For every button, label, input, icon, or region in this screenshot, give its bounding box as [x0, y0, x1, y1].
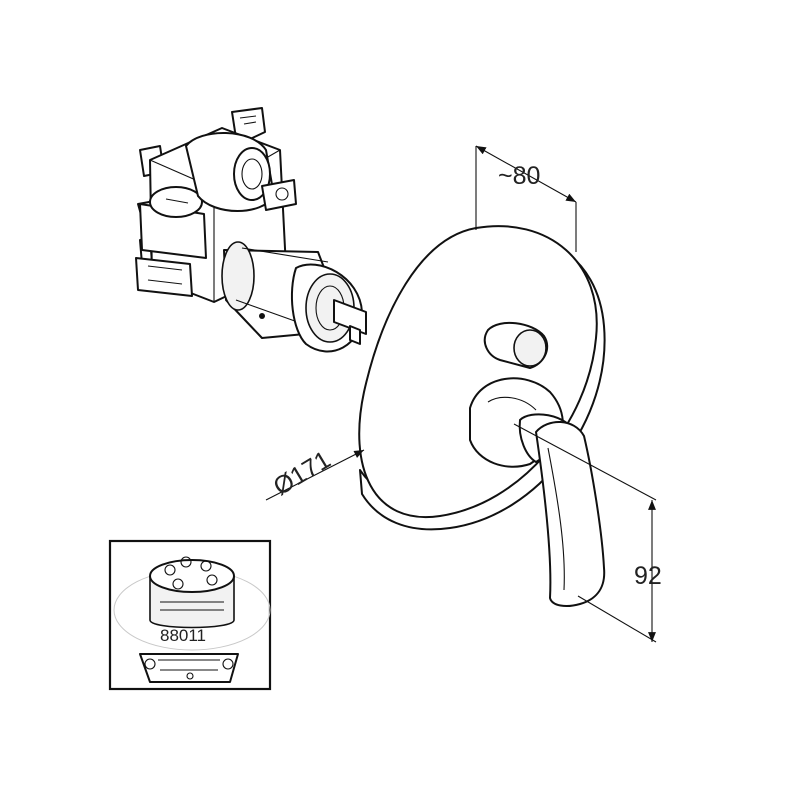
inset-box: 88011: [108, 539, 272, 691]
diverter-knob: [483, 321, 549, 369]
inset-part-number: 88011: [160, 626, 206, 645]
concealed-body-illustration: [135, 107, 367, 353]
height-dimension-label: 92: [634, 562, 662, 590]
dimension-depth: ~80: [475, 145, 577, 252]
depth-dimension-label: ~80: [498, 162, 540, 190]
dimension-height: 92: [513, 423, 662, 643]
diameter-dimension-label: Ø171: [269, 446, 336, 502]
lever-handle: [469, 377, 606, 607]
dimension-diameter: Ø171: [265, 446, 365, 502]
